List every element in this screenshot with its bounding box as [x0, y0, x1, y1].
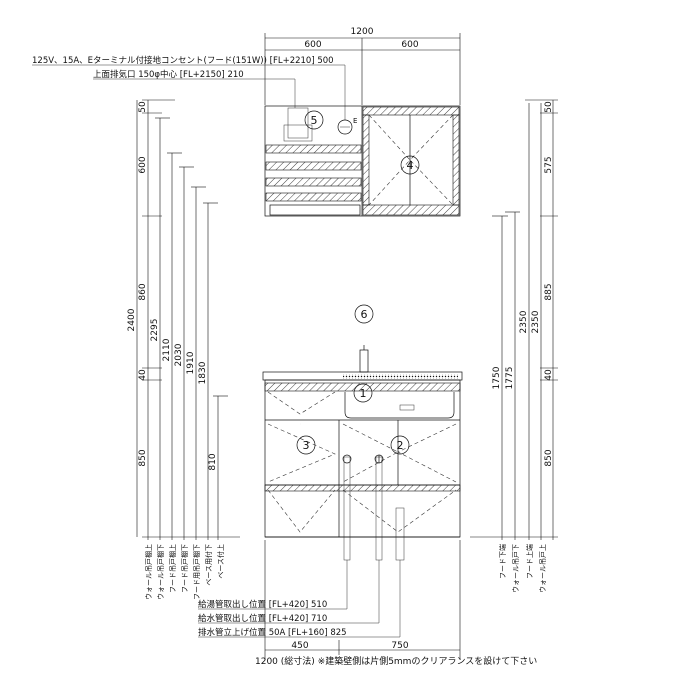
callout-5: 5 — [311, 114, 318, 127]
cold-water-note: 給水管取出し位置 [FL+420] 710 — [198, 613, 327, 624]
dim-bottom-450: 450 — [291, 641, 308, 651]
dim-right-885: 885 — [544, 283, 554, 300]
power-outlet-note: 125V、15A、Eターミナル付接地コンセント(フード(151W)) [FL+2… — [32, 55, 334, 66]
right-dimensions: 50 575 885 40 850 2350 2350 1775 1750 — [470, 99, 558, 540]
label-wall-bottom: ウォール吊戸棚下 — [156, 544, 165, 600]
dim-h810: 810 — [208, 453, 218, 470]
label-hood-upper-edge: フード上端 — [525, 544, 534, 579]
dim-left-50: 50 — [138, 101, 148, 113]
exhaust-note: 上面排気口 150φ中心 [FL+2150] 210 — [93, 69, 244, 80]
dim-right-2350a: 2350 — [519, 310, 529, 333]
label-hood-cab-bottom: フード用吊戸棚下 — [192, 544, 201, 600]
dim-total-width: 1200 — [351, 27, 374, 37]
label-wall-top: ウォール吊戸棚上 — [144, 544, 153, 600]
ground-symbol: E — [353, 117, 357, 125]
dim-h2110: 2110 — [162, 338, 172, 361]
dim-right-50: 50 — [544, 101, 554, 113]
callout-6: 6 — [361, 308, 368, 321]
dim-total-height: 2400 — [127, 308, 137, 331]
label-hood-top: フード吊戸棚上 — [168, 544, 177, 593]
base-cabinet — [262, 345, 463, 561]
dim-h1830: 1830 — [198, 361, 208, 384]
footer-note: 1200 (総寸法) ※建築壁側は片側5mmのクリアランスを設けて下さい — [255, 655, 537, 667]
dim-left-40: 40 — [138, 369, 148, 381]
dim-right-1750: 1750 — [492, 366, 502, 389]
label-wall-cab-top: ウォール吊戸上 — [538, 544, 547, 593]
callouts: 1 2 3 4 5 6 — [296, 110, 420, 455]
dim-right-40: 40 — [544, 369, 554, 381]
left-vertical-labels: ウォール吊戸棚上 ウォール吊戸棚下 フード吊戸棚上 フード吊戸棚下 フード用吊戸… — [144, 544, 225, 600]
dim-left-860: 860 — [138, 283, 148, 300]
label-hood-lower-edge: フード下端 — [498, 544, 507, 579]
dim-left-width: 600 — [304, 40, 321, 50]
label-base-upper: ベース付上 — [216, 544, 225, 579]
right-vertical-labels: フード下端 ウォール吊戸下 フード上端 ウォール吊戸上 — [498, 544, 547, 593]
dim-h2295: 2295 — [150, 319, 160, 342]
dim-right-2350b: 2350 — [531, 310, 541, 333]
top-notes: 125V、15A、Eターミナル付接地コンセント(フード(151W)) [FL+2… — [32, 55, 346, 120]
left-dimensions: 2400 50 600 860 40 850 2295 2110 2030 19… — [127, 99, 240, 540]
dim-right-575: 575 — [544, 156, 554, 173]
label-base-lower: ベース用付下 — [204, 544, 213, 586]
dim-h1910: 1910 — [186, 351, 196, 374]
hot-water-note: 給湯管取出し位置 [FL+420] 510 — [198, 599, 327, 610]
dim-left-850: 850 — [138, 449, 148, 466]
drain-note: 排水管立上げ位置 50A [FL+160] 825 — [198, 627, 347, 638]
dim-right-1775: 1775 — [505, 367, 515, 390]
callout-2: 2 — [397, 439, 404, 452]
bottom-notes: 給湯管取出し位置 [FL+420] 510 給水管取出し位置 [FL+420] … — [198, 560, 401, 638]
dim-h2030: 2030 — [174, 343, 184, 366]
dim-left-600: 600 — [138, 156, 148, 173]
top-dimensions: 1200 600 600 — [264, 27, 461, 105]
dim-right-850: 850 — [544, 449, 554, 466]
callout-4: 4 — [407, 159, 414, 172]
label-hood-bottom: フード吊戸棚下 — [180, 544, 189, 593]
bottom-dimensions: 450 750 1200 (総寸法) ※建築壁側は片側5mmのクリアランスを設け… — [255, 540, 537, 667]
callout-1: 1 — [360, 387, 367, 400]
label-wall-cab-bottom: ウォール吊戸下 — [512, 544, 520, 593]
upper-cabinet: E — [264, 105, 461, 217]
dim-right-width: 600 — [401, 40, 418, 50]
callout-3: 3 — [303, 439, 310, 452]
dim-bottom-750: 750 — [391, 641, 408, 651]
